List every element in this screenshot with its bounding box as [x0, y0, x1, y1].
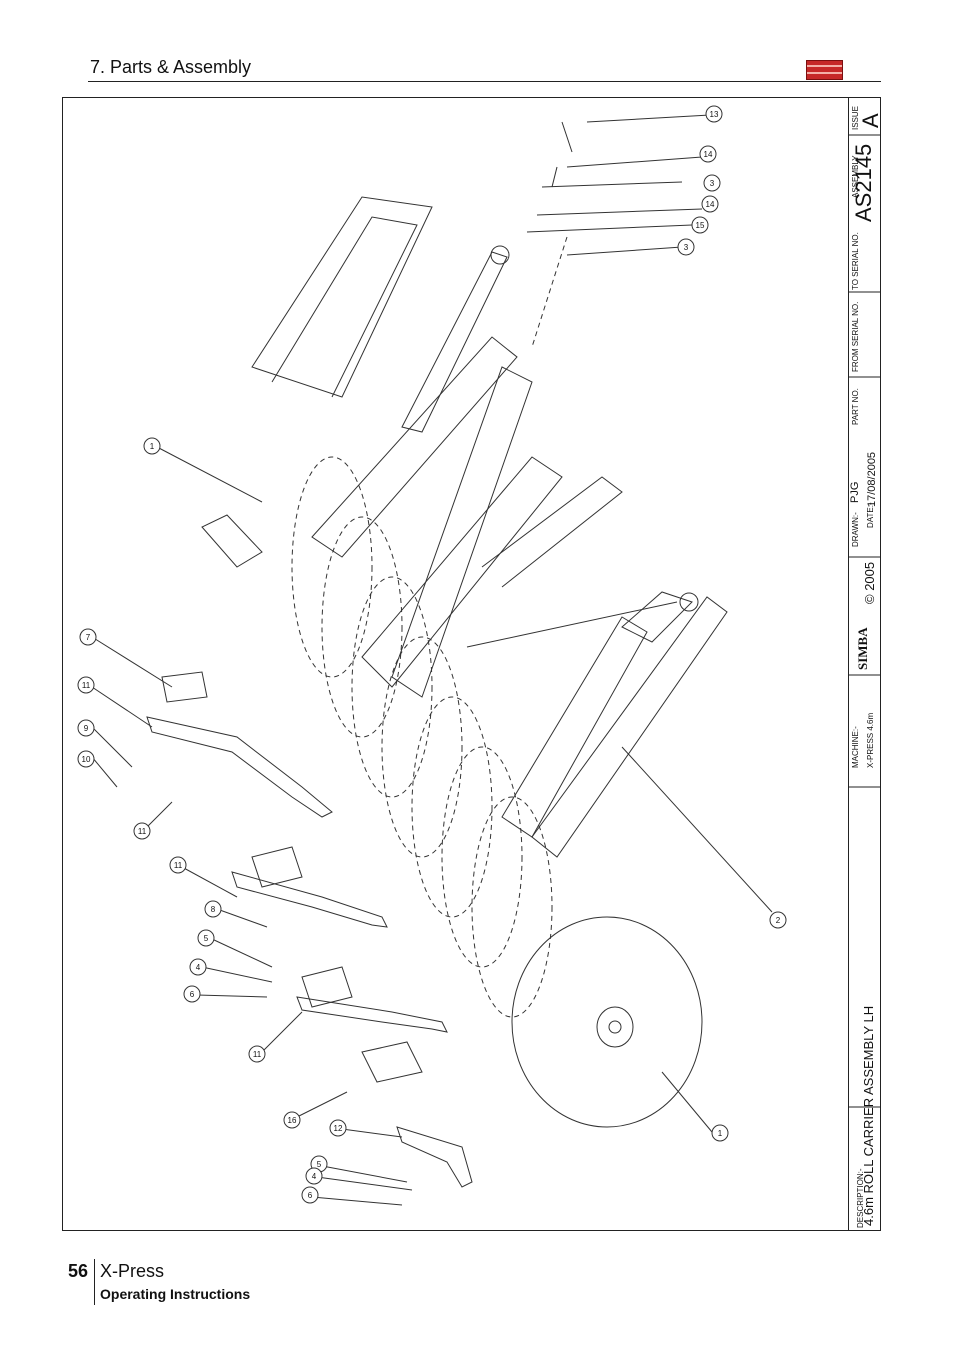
- svg-text:5: 5: [204, 934, 209, 943]
- callout-6: 6: [183, 985, 201, 1003]
- svg-text:13: 13: [710, 110, 719, 119]
- svg-text:7: 7: [86, 633, 91, 642]
- svg-text:6: 6: [308, 1191, 313, 1200]
- callout-14: 14: [699, 145, 717, 163]
- svg-text:14: 14: [706, 200, 715, 209]
- callout-9: 9: [77, 719, 95, 737]
- svg-text:4: 4: [312, 1172, 317, 1181]
- callout-3: 3: [703, 174, 721, 192]
- title-block-grid: [848, 134, 881, 1108]
- footer-rule: [94, 1259, 95, 1305]
- svg-text:10: 10: [82, 755, 91, 764]
- callout-11c: 11: [169, 856, 187, 874]
- svg-text:3: 3: [710, 179, 715, 188]
- callout-6b: 6: [301, 1186, 319, 1204]
- callout-5: 5: [197, 929, 215, 947]
- callout-4b: 4: [305, 1167, 323, 1185]
- footer-product: X-Press: [100, 1261, 165, 1281]
- callout-1: 1: [143, 437, 161, 455]
- svg-text:1: 1: [150, 442, 155, 451]
- svg-text:11: 11: [138, 827, 147, 836]
- callout-11b: 11: [133, 822, 151, 840]
- svg-text:11: 11: [253, 1050, 262, 1059]
- svg-text:5: 5: [317, 1160, 322, 1169]
- drawing-frame: [62, 97, 881, 1231]
- callout-3b: 3: [677, 238, 695, 256]
- exploded-assembly-drawing: 13 14 3 14 15 3 1 7 11 9 10 11 11 8 5 4 …: [77, 105, 787, 1206]
- svg-text:16: 16: [288, 1116, 297, 1125]
- svg-text:1: 1: [718, 1129, 723, 1138]
- callout-15: 15: [691, 216, 709, 234]
- callout-11d: 11: [248, 1045, 266, 1063]
- page-number: 56: [68, 1261, 89, 1281]
- callout-4: 4: [189, 958, 207, 976]
- svg-text:6: 6: [190, 990, 195, 999]
- callout-2: 2: [769, 911, 787, 929]
- svg-text:8: 8: [211, 905, 216, 914]
- footer-subtitle: Operating Instructions: [100, 1286, 251, 1302]
- section-title: 7. Parts & Assembly: [90, 57, 252, 77]
- svg-text:11: 11: [174, 861, 183, 870]
- svg-text:11: 11: [82, 681, 91, 690]
- callout-12: 12: [329, 1119, 347, 1137]
- svg-text:14: 14: [704, 150, 713, 159]
- callout-16: 16: [283, 1111, 301, 1129]
- svg-text:12: 12: [334, 1124, 343, 1133]
- callout-14b: 14: [701, 195, 719, 213]
- header-rule: [88, 81, 881, 82]
- svg-text:15: 15: [696, 221, 705, 230]
- title-block-divider: [848, 97, 849, 1231]
- callout-1b: 1: [711, 1124, 729, 1142]
- simba-logo: [806, 60, 843, 80]
- callout-13: 13: [705, 105, 723, 123]
- svg-text:3: 3: [684, 243, 689, 252]
- callout-10: 10: [77, 750, 95, 768]
- svg-text:9: 9: [84, 724, 89, 733]
- svg-text:4: 4: [196, 963, 201, 972]
- callout-8: 8: [204, 900, 222, 918]
- svg-text:2: 2: [776, 916, 781, 925]
- callout-7: 7: [79, 628, 97, 646]
- callout-11: 11: [77, 676, 95, 694]
